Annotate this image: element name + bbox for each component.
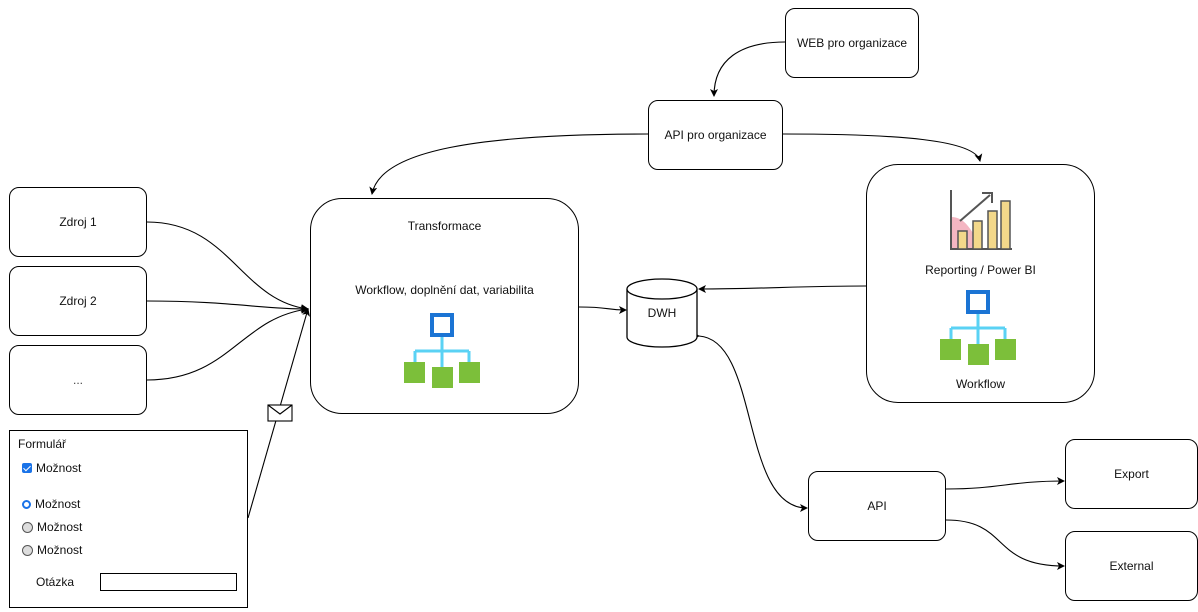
export-node: Export xyxy=(1065,439,1198,509)
edge-zdroj1-to-transform xyxy=(146,221,309,313)
question-label: Otázka xyxy=(36,575,75,589)
zdroj-more-node: ... xyxy=(9,345,147,415)
zdroj-2-node: Zdroj 2 xyxy=(9,266,147,336)
external-node: External xyxy=(1065,531,1198,601)
edge-api-to-reporting xyxy=(782,133,983,162)
radio-unselected-icon[interactable] xyxy=(22,521,33,533)
dwh-database-node: DWH xyxy=(626,278,698,348)
zdroj-1-label: Zdroj 1 xyxy=(59,215,97,229)
zdroj-more-label: ... xyxy=(72,373,83,387)
transformace-title: Transformace xyxy=(407,219,482,233)
edge-web-to-api xyxy=(710,41,786,97)
bar-chart-growth-icon xyxy=(950,190,1012,250)
form-radio-row-2[interactable]: Možnost xyxy=(22,520,82,534)
workflow-label: Workflow xyxy=(955,377,1006,391)
database-cylinder-icon xyxy=(626,278,698,348)
web-node-label: WEB pro organizace xyxy=(796,36,908,50)
workflow-hierarchy-icon xyxy=(940,290,1016,365)
workflow-hierarchy-icon xyxy=(404,313,480,388)
edge-api-to-export xyxy=(945,477,1065,490)
form-mockup: Formulář Možnost Možnost Možnost Možnost… xyxy=(9,430,248,608)
radio-selected-icon[interactable] xyxy=(22,499,31,509)
checkbox-checked-icon[interactable] xyxy=(22,463,32,473)
checkbox-label: Možnost xyxy=(36,461,82,475)
radio-3-label: Možnost xyxy=(37,543,83,557)
radio-1-label: Možnost xyxy=(35,497,81,511)
edge-zdroj2-to-transform xyxy=(146,300,309,313)
api-label: API xyxy=(867,499,887,513)
export-label: Export xyxy=(1114,467,1149,481)
dwh-label: DWH xyxy=(647,306,677,320)
zdroj-2-label: Zdroj 2 xyxy=(59,294,97,308)
edge-api-external-bidirectional xyxy=(938,515,1065,570)
form-title: Formulář xyxy=(18,437,67,451)
radio-unselected-icon[interactable] xyxy=(22,544,33,556)
api-node: API xyxy=(808,471,946,541)
reporting-label: Reporting / Power BI xyxy=(925,263,1036,277)
form-checkbox-row[interactable]: Možnost xyxy=(22,461,81,475)
reporting-node: Reporting / Power BI Workflow xyxy=(866,164,1095,403)
transformace-subtitle: Workflow, doplnění dat, variabilita xyxy=(355,283,534,297)
edge-transform-to-dwh xyxy=(578,305,627,314)
form-radio-row-3[interactable]: Možnost xyxy=(22,543,82,557)
api-org-node-label: API pro organizace xyxy=(664,128,767,142)
web-pro-organizace-node: WEB pro organizace xyxy=(785,8,919,78)
radio-2-label: Možnost xyxy=(37,520,83,534)
transformace-node: Transformace Workflow, doplnění dat, var… xyxy=(310,198,579,414)
api-pro-organizace-node: API pro organizace xyxy=(648,100,783,170)
envelope-icon xyxy=(267,404,293,422)
zdroj-1-node: Zdroj 1 xyxy=(9,187,147,257)
edge-dwh-api-bidirectional xyxy=(691,331,808,512)
question-input[interactable] xyxy=(100,573,237,591)
form-radio-row-1[interactable]: Možnost xyxy=(22,497,80,511)
edge-zdroj3-to-transform xyxy=(146,305,309,381)
edge-api-to-transform xyxy=(369,133,649,195)
external-label: External xyxy=(1109,559,1154,573)
edge-reporting-to-dwh xyxy=(698,284,867,293)
